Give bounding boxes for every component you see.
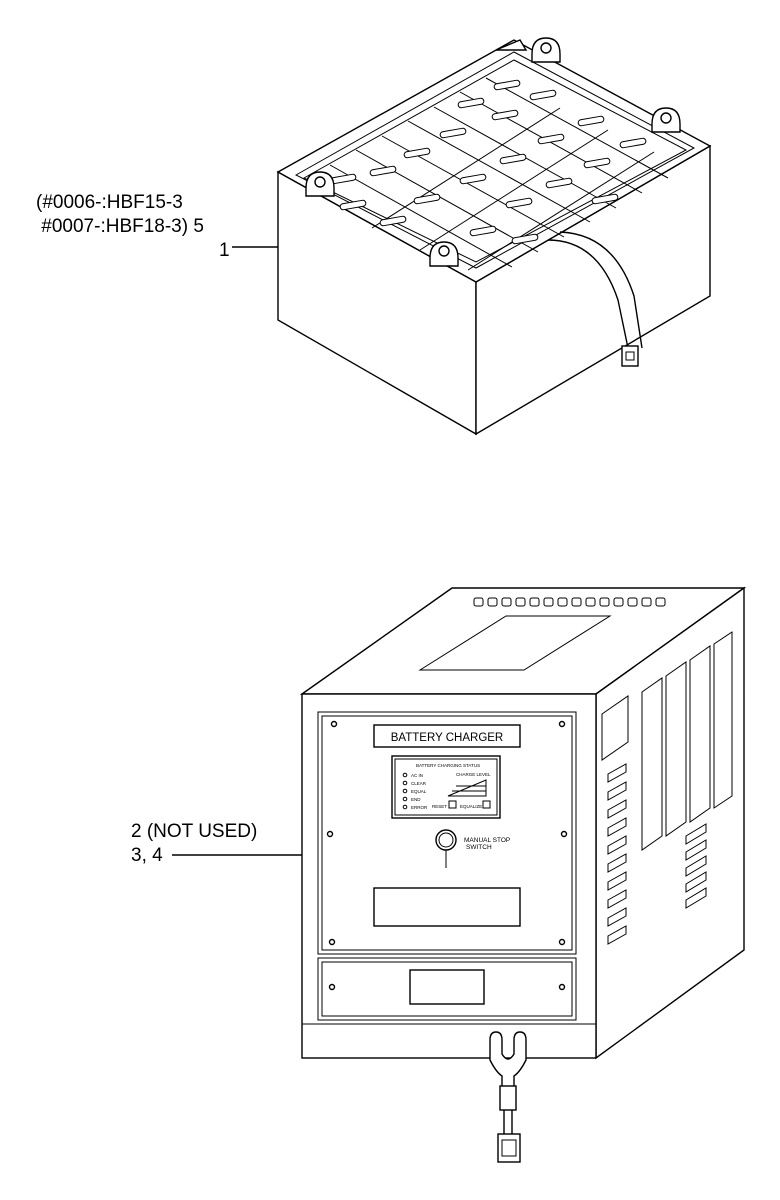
battery-lifting-lugs (305, 37, 681, 267)
charger-illustration: BATTERY CHARGER BATTERY CHARGING STATUS … (172, 586, 747, 1163)
charger-nameplate-text: BATTERY CHARGER (391, 732, 503, 744)
charger-panel-screws (326, 720, 568, 991)
indicator-clear: CLEAR (411, 781, 427, 786)
battery-illustration (232, 37, 712, 436)
charger-nameplate (373, 724, 521, 748)
charge-level-bars-icon (447, 779, 487, 797)
charger-output-cable (489, 1031, 527, 1163)
charger-upper-panel (317, 711, 577, 955)
battery-note-line2: #0007-:HBF18-3) 5 (36, 216, 204, 237)
indicator-equal: EQUAL (411, 789, 427, 794)
charger-callout-line2: 3, 4 (131, 845, 163, 866)
switch-label-line2: SWITCH (466, 844, 492, 851)
charger-lower-panel (317, 957, 577, 1021)
indicator-ac-in: AC IN (411, 773, 423, 778)
charger-lower-window (409, 969, 485, 1005)
battery-cable (547, 231, 643, 367)
charger-status-display: BATTERY CHARGING STATUS CHARGE LEVEL AC … (391, 755, 501, 819)
indicator-end: END (411, 797, 421, 802)
charger-top-vents (473, 597, 666, 607)
reset-label: RESET (432, 804, 447, 809)
charge-level-label: CHARGE LEVEL (456, 772, 491, 777)
equalize-button-icon (482, 800, 491, 809)
status-panel-title: BATTERY CHARGING STATUS (416, 763, 480, 768)
battery-note-line1: (#0006-:HBF15-3 (36, 192, 183, 213)
charger-blank-plate (373, 887, 521, 927)
charger-callout-line1: 2 (NOT USED) (131, 821, 258, 842)
battery-callout-number: 1 (219, 240, 230, 261)
charger-side-vent-columns (641, 631, 733, 851)
switch-label-line1: MANUAL STOP (464, 837, 510, 844)
equalize-label: EQUALIZE (460, 804, 482, 809)
indicator-error: ERROR (411, 805, 428, 810)
reset-button-icon (448, 800, 457, 809)
battery-plug-icon (621, 345, 639, 367)
charger-side-label-plate (601, 695, 629, 761)
charger-side-slots (607, 763, 707, 945)
battery-connector-straps (329, 79, 647, 245)
manual-stop-switch: MANUAL STOP SWITCH (435, 829, 510, 868)
charger-plug-icon (497, 1133, 521, 1163)
